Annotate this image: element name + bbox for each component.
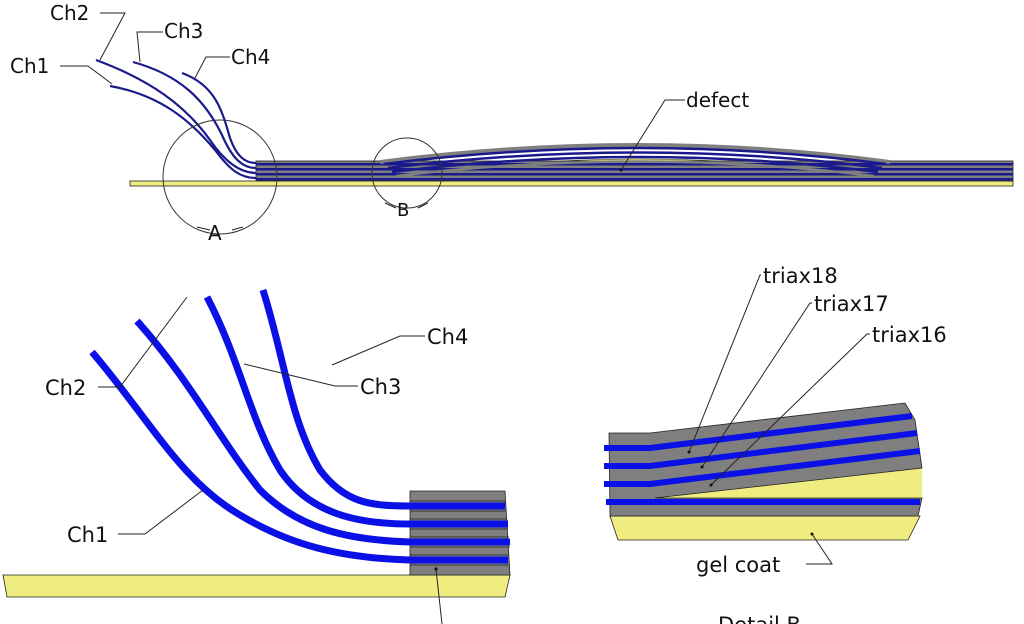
detail-a-circle[interactable] [162,119,278,235]
overview-laminate [255,160,1014,182]
triax16-label: triax16 [872,323,947,347]
overview-ch2-leader [99,12,126,61]
detail-a-arrow-left [196,226,211,231]
overview-channel-3 [132,60,257,170]
detail-a-channel-1 [89,349,508,564]
overview-channels [95,58,257,180]
detail-a-ch1-leader [118,489,204,535]
detail-a-marker: A [208,221,222,245]
overview-ch1-leader [60,65,113,85]
overview-view: A B Ch1 Ch2 Ch3 Ch4 defect [10,1,1014,245]
gelcoat-label: gel coat [696,553,780,577]
detail-a-channel-4 [259,288,505,510]
detail-a-channel-2 [134,318,510,546]
detail-a-ch1-label: Ch1 [67,523,108,547]
detail-a-arrow-right [231,226,244,231]
detail-b-arrow-left [384,202,397,209]
detail-a-ch2-leader [98,296,188,388]
triax18-label: triax18 [763,264,838,288]
triax17-label: triax17 [814,292,889,316]
triax18-leader [688,274,761,453]
detail-b-layer-18 [604,413,913,451]
overview-ch3-label: Ch3 [164,19,203,43]
triax17-leader [701,302,812,468]
detail-a-channel-3 [203,295,508,528]
detail-a-ch3-leader [243,363,358,387]
detail-a-gelcoat [2,574,511,598]
gelcoat-leader [806,533,833,565]
detail-b-caption: Detail B [718,613,801,624]
detail-a-ch3-label: Ch3 [360,375,401,399]
detail-b-arrow-right [417,202,429,209]
overview-gelcoat [129,180,1014,187]
detail-a-view: Ch1 Ch2 Ch3 Ch4 [2,288,511,624]
detail-b-circle[interactable] [371,137,443,209]
detail-b-layer-17 [604,430,918,469]
detail-b-marker: B [397,200,409,221]
defect-label: defect [686,88,749,112]
overview-ch3-leader [136,31,163,63]
overview-channel-2 [95,58,257,175]
detail-a-block-leader [435,568,443,624]
overview-ch1-label: Ch1 [10,54,49,78]
overview-channel-1 [109,84,257,180]
overview-channel-4 [181,71,257,165]
detail-b-layers [604,413,921,505]
overview-raised-layers [379,143,891,178]
overview-ch4-label: Ch4 [231,45,270,69]
detail-b-layer-16 [604,448,921,487]
triax16-leader [710,333,870,486]
detail-b-view: triax18 triax17 triax16 gel coat Detail … [604,264,947,624]
detail-a-ch4-label: Ch4 [427,325,468,349]
overview-ch4-leader [194,56,230,79]
detail-b-gelcoat [609,515,921,541]
detail-a-ch2-label: Ch2 [45,376,86,400]
defect-leader [620,99,685,171]
overview-ch2-label: Ch2 [50,1,89,25]
detail-a-ch4-leader [331,335,425,366]
detail-a-channels [89,288,510,564]
detail-b-laminate [608,402,923,517]
